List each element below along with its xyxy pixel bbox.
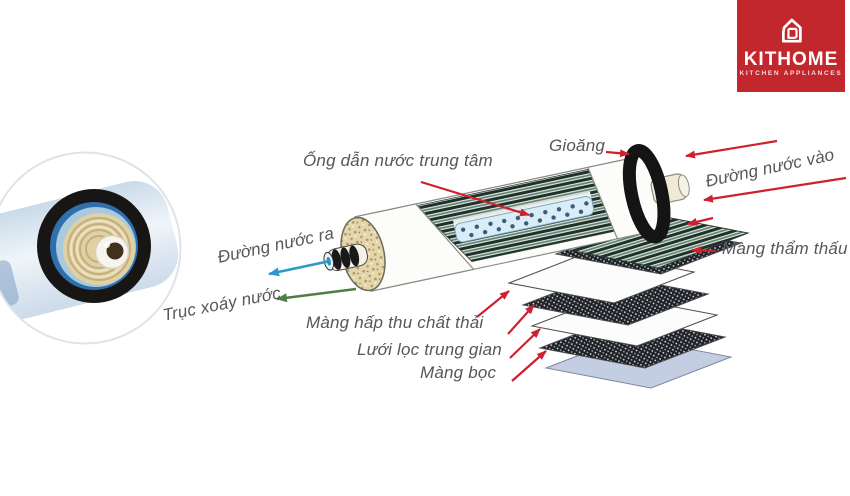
arrow-gasket (605, 149, 630, 158)
arrow-waste-2 (507, 304, 535, 335)
brand-name: KITHOME (743, 49, 839, 71)
callout-arrows (268, 139, 847, 382)
membrane-cylinder (323, 144, 690, 292)
arrow-water-out (268, 259, 331, 277)
label-middle-mesh: Lưới lọc trung gian (357, 340, 502, 359)
spiral-core-tube (323, 243, 369, 272)
label-osmosis-membrane: Màng thẩm thấu (722, 239, 848, 258)
house-icon (781, 18, 802, 43)
arrow-osmosis-2 (691, 246, 717, 255)
brand-tagline: KITCHEN APPLIANCES (739, 70, 843, 78)
filter-cross-section-photo (0, 151, 182, 345)
arrow-osmosis-1 (687, 216, 714, 226)
label-gasket: Gioăng (549, 136, 606, 155)
arrow-waste-1 (476, 290, 510, 318)
brand-logo: KITHOME KITCHEN APPLIANCES (737, 0, 845, 92)
arrow-water-in-1 (685, 139, 778, 159)
arrow-vortex (276, 287, 357, 303)
photo-core-hole (106, 242, 124, 260)
label-outer-wrap: Màng bọc (420, 363, 497, 382)
arrow-water-in-2 (703, 176, 847, 203)
arrow-wrap (511, 350, 547, 382)
arrow-mesh (509, 328, 541, 359)
arrow-central-tube (420, 180, 530, 217)
label-central-tube: Ống dẫn nước trung tâm (303, 151, 493, 170)
gasket-ring (622, 144, 671, 244)
label-waste-absorb-membrane: Màng hấp thu chất thải (306, 313, 484, 332)
